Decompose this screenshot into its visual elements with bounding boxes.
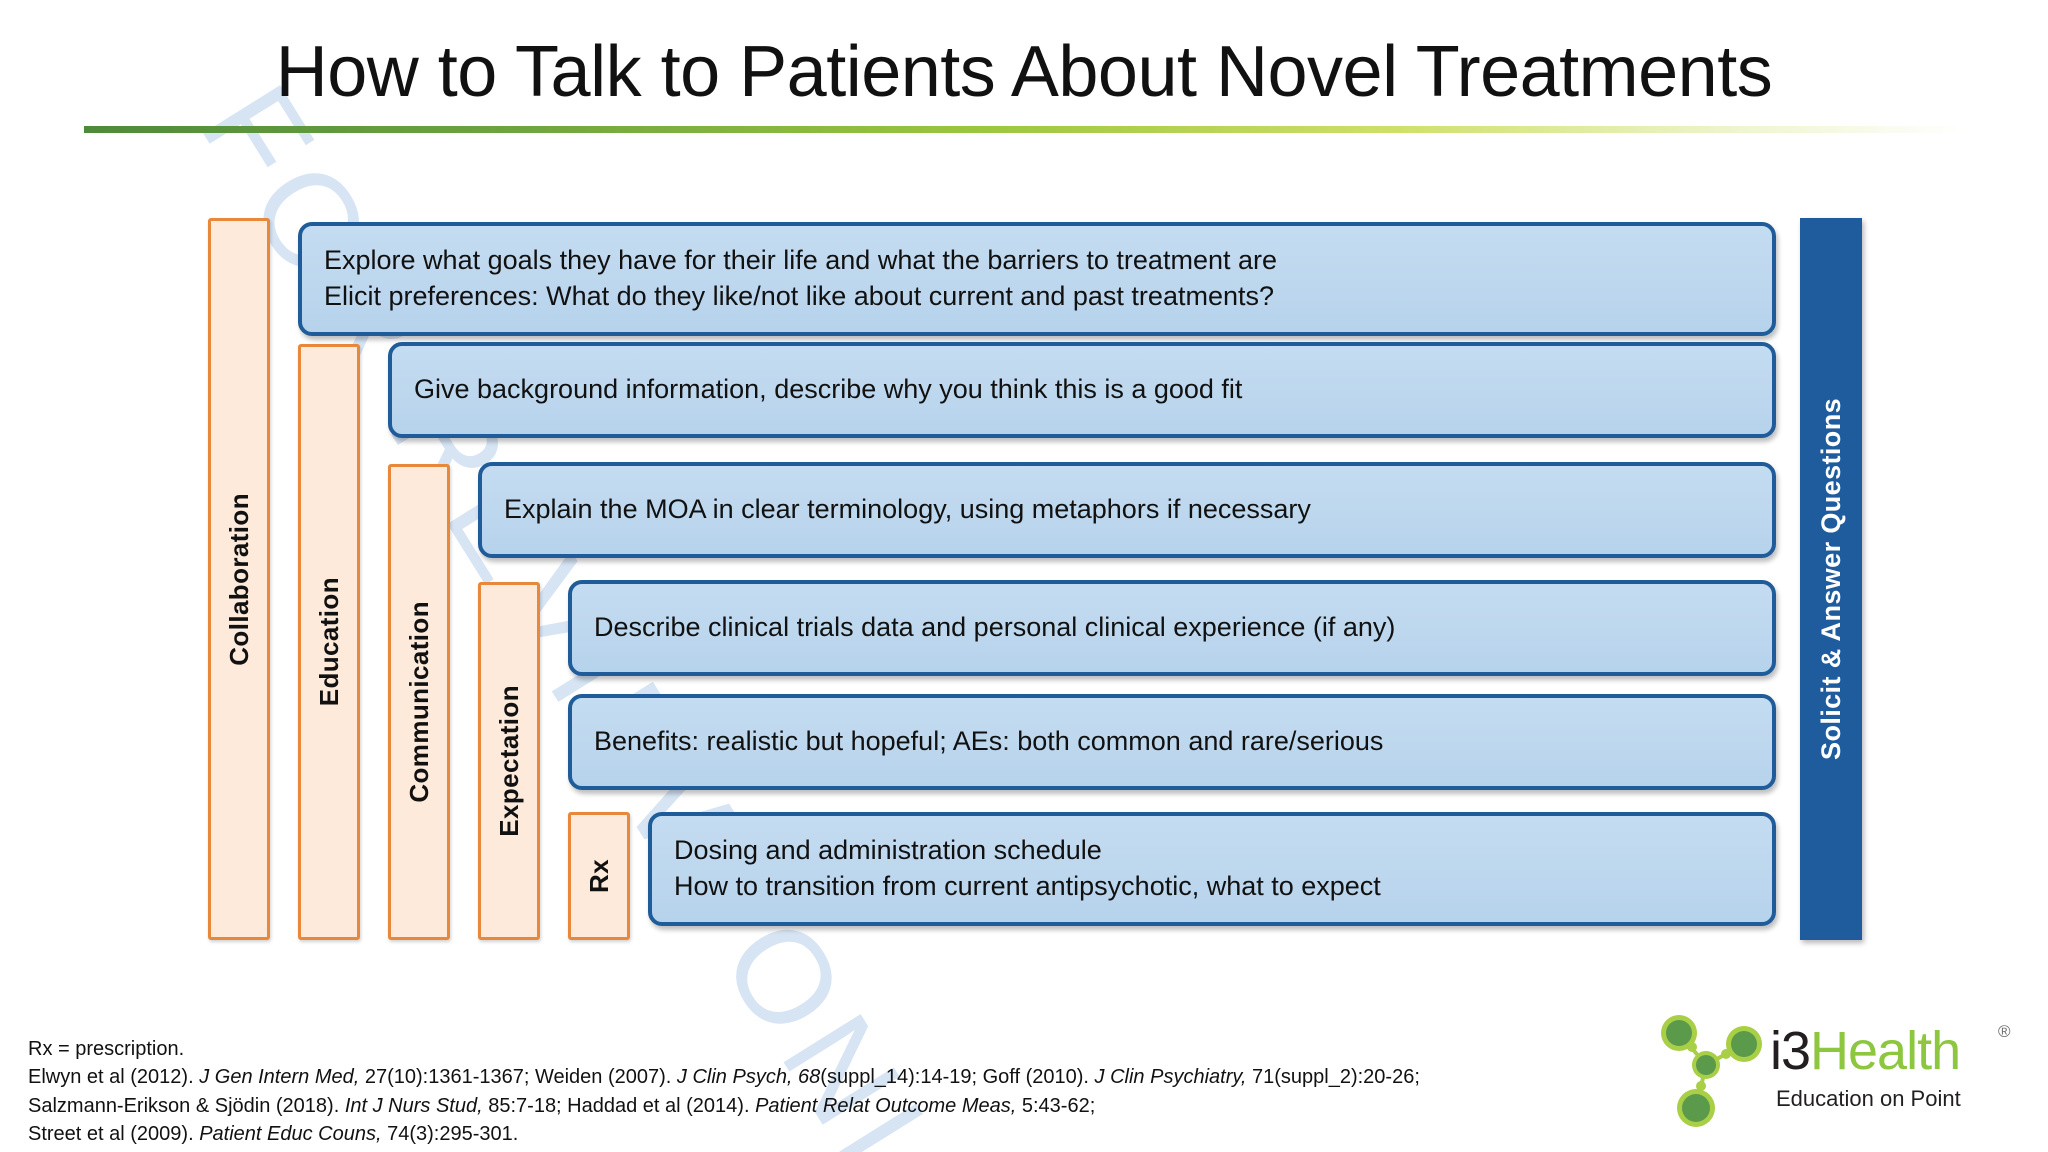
registered-trademark-icon: ® [1998,1022,2011,1041]
solicit-label: Solicit & Answer Questions [1815,398,1846,760]
citation-line-2: Elwyn et al (2012). J Gen Intern Med, 27… [28,1063,1608,1091]
citation-text: 5:43-62; [1016,1094,1096,1117]
journal-name: Int J Nurs Stud, [344,1094,483,1117]
molecule-network-icon [1661,1015,1762,1127]
step-box-explore-goals[interactable]: Explore what goals they have for their l… [298,222,1776,336]
abbreviation-note: Rx = prescription. [28,1038,185,1060]
category-label: Education [313,577,344,707]
citation-text: Street et al (2009). [28,1123,200,1146]
logo-health: Health [1810,1021,1961,1081]
category-bar-rx[interactable]: Rx [568,812,630,940]
category-bar-communication[interactable]: Communication [388,464,450,940]
step-text: Explain the MOA in clear terminology, us… [504,494,1311,525]
citation-text: Salzmann-Erikson & Sjödin (2018). [28,1094,345,1117]
journal-name: Patient Educ Couns, [199,1123,382,1146]
solicit-answer-questions-bar[interactable]: Solicit & Answer Questions [1800,218,1862,940]
step-text: Explore what goals they have for their l… [324,245,1278,311]
step-box-benefits-aes[interactable]: Benefits: realistic but hopeful; AEs: bo… [568,694,1776,790]
journal-name: J Clin Psychiatry, [1094,1066,1247,1089]
step-text: Dosing and administration schedule How t… [674,835,1381,901]
journal-name: J Clin Psych, 68 [676,1066,821,1089]
title-divider [84,125,1964,133]
citation-text: Elwyn et al (2012). [28,1066,200,1089]
step-box-dosing-transition[interactable]: Dosing and administration schedule How t… [648,812,1776,926]
citation-text: 71(suppl_2):20-26; [1246,1066,1420,1089]
citation-text: 27(10):1361-1367; Weiden (2007). [359,1066,677,1089]
citation-text: (suppl_14):14-19; Goff (2010). [820,1066,1095,1089]
category-bar-collaboration[interactable]: Collaboration [208,218,270,940]
logo-wordmark: i3Health [1770,1020,1961,1082]
footnotes: Rx = prescription. Elwyn et al (2012). J… [28,1035,1608,1149]
step-box-explain-moa[interactable]: Explain the MOA in clear terminology, us… [478,462,1776,558]
category-bar-education[interactable]: Education [298,344,360,940]
category-label: Communication [403,601,434,803]
category-label: Rx [583,858,614,894]
step-box-clinical-trials-data[interactable]: Describe clinical trials data and person… [568,580,1776,676]
i3health-logo: i3Health ® Education on Point [1648,1006,2038,1136]
page-title: How to Talk to Patients About Novel Trea… [275,32,1773,112]
citation-line-3: Salzmann-Erikson & Sjödin (2018). Int J … [28,1092,1608,1120]
category-bar-expectation[interactable]: Expectation [478,582,540,940]
logo-tagline: Education on Point [1776,1086,1961,1111]
journal-name: Patient Relat Outcome Meas, [755,1094,1017,1117]
title-block: How to Talk to Patients About Novel Trea… [0,32,2048,133]
category-label: Expectation [493,685,524,837]
step-text: Benefits: realistic but hopeful; AEs: bo… [594,726,1384,757]
communication-framework-diagram: Collaboration Education Communication Ex… [0,218,2048,948]
step-text: Describe clinical trials data and person… [594,612,1396,643]
category-label: Collaboration [223,492,254,666]
citation-text: 85:7-18; Haddad et al (2014). [482,1094,756,1117]
citation-text: 74(3):295-301. [381,1123,519,1146]
step-box-background-information[interactable]: Give background information, describe wh… [388,342,1776,438]
citation-line-4: Street et al (2009). Patient Educ Couns,… [28,1120,1608,1148]
logo-i3: i3 [1770,1021,1811,1081]
journal-name: J Gen Intern Med, [199,1066,360,1089]
step-text: Give background information, describe wh… [414,374,1243,405]
